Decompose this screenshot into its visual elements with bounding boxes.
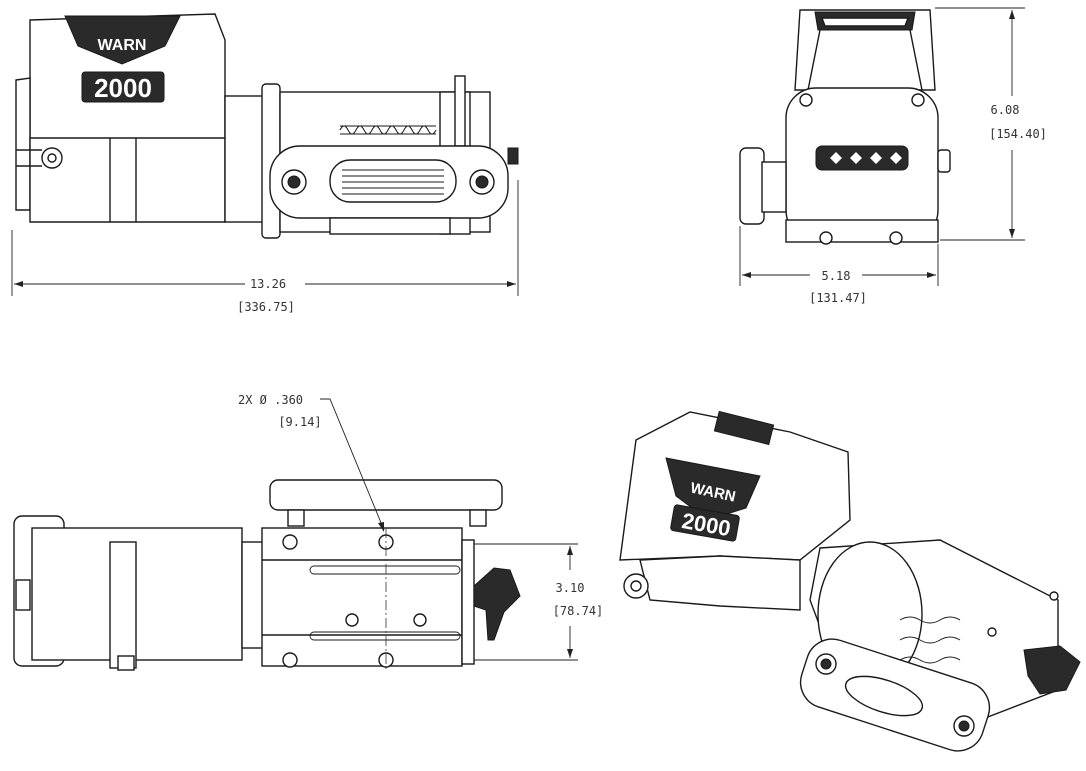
mount-spacing-dimension: 3.10 [78.74] [474, 543, 604, 661]
hole-callout: 2X Ø .360 [9.14] [238, 393, 385, 532]
mount-mm-label: [78.74] [553, 604, 604, 618]
hole-callout-mm-label: [9.14] [278, 415, 321, 429]
clutch-handle [473, 567, 521, 641]
warn-logo-badge [64, 15, 181, 65]
hole-callout-label: 2X Ø .360 [238, 393, 303, 407]
height-dimension: 6.08 [154.40] [935, 7, 1047, 241]
drum-spring [339, 125, 437, 135]
width-dimension: 5.18 [131.47] [739, 226, 939, 305]
length-mm-label: [336.75] [237, 300, 295, 314]
overall-length-dimension: 13.26 [336.75] [11, 180, 519, 314]
isometric-view: WARN 2000 [619, 410, 1081, 752]
length-inch-label: 13.26 [250, 277, 286, 291]
width-inch-label: 5.18 [822, 269, 851, 283]
bottom-view [13, 479, 521, 672]
end-view [739, 9, 951, 245]
model-number-text: 2000 [94, 73, 152, 103]
side-view: WARN 2000 [15, 13, 519, 239]
brand-logo-text: WARN [98, 37, 147, 54]
iso-clutch-handle [1023, 645, 1081, 695]
model-badge [81, 71, 165, 103]
height-inch-label: 6.08 [991, 103, 1020, 117]
height-mm-label: [154.40] [989, 127, 1047, 141]
mount-inch-label: 3.10 [556, 581, 585, 595]
width-mm-label: [131.47] [809, 291, 867, 305]
